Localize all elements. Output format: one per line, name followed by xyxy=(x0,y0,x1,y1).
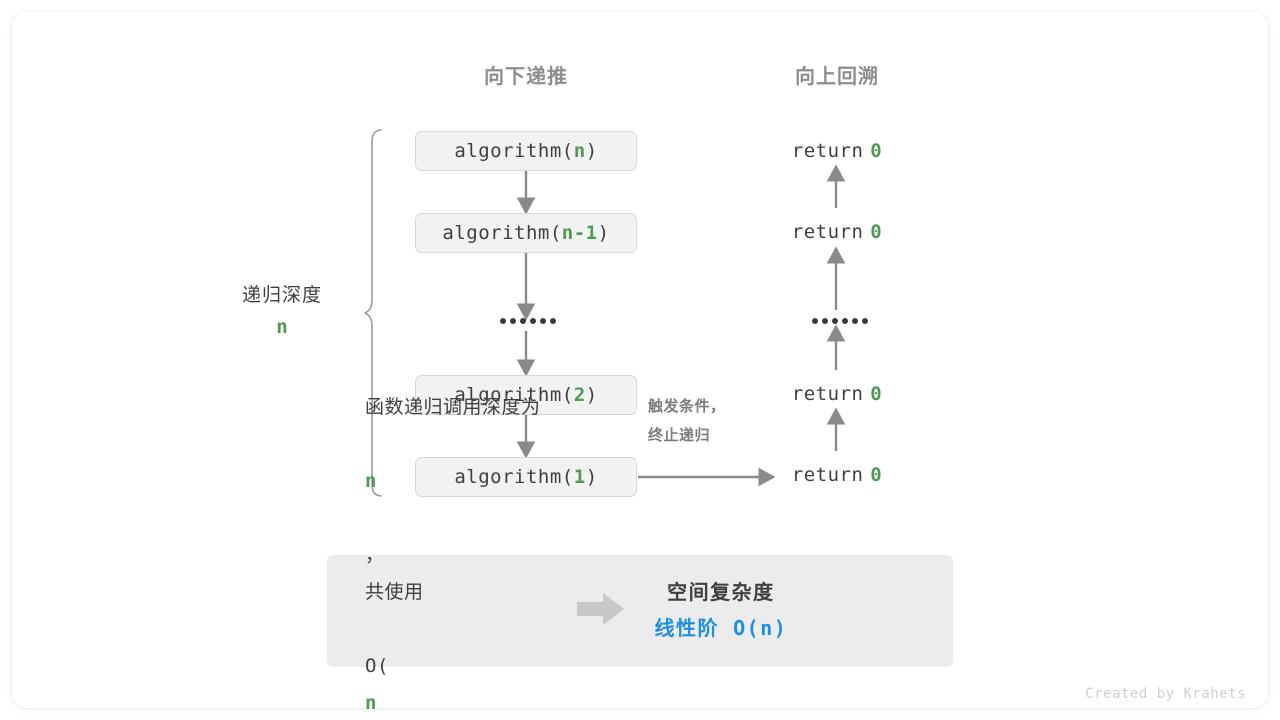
return-value: 0 xyxy=(870,221,883,243)
call-box-prefix: algorithm( xyxy=(442,222,562,244)
call-box-prefix: algorithm( xyxy=(454,140,574,162)
column-header-downward-recursion: 向下递推 xyxy=(484,66,568,88)
call-box-arg: n-1 xyxy=(561,222,598,244)
call-stack-ellipsis-icon xyxy=(500,318,556,324)
return-value: 0 xyxy=(870,140,883,162)
call-box-arg: 2 xyxy=(573,384,586,406)
return-line-4: return 0 xyxy=(756,462,918,488)
summary-line-2-o: O( xyxy=(365,655,389,678)
call-box-suffix: ) xyxy=(585,140,598,162)
return-keyword: return xyxy=(791,464,864,486)
column-header-upward-backtrack: 向上回溯 xyxy=(795,66,879,88)
call-box-n[interactable]: algorithm(n) xyxy=(415,131,637,171)
return-line-2: return 0 xyxy=(756,219,918,245)
recursion-depth-label: 递归深度 n xyxy=(212,282,352,341)
base-case-line-2: 终止递归 xyxy=(648,427,711,445)
summary-line-2: 共使用 O(n) 的栈帧空间 xyxy=(365,574,541,720)
summary-line-1-n: n xyxy=(365,469,377,492)
call-box-prefix: algorithm( xyxy=(454,466,574,488)
return-value: 0 xyxy=(870,464,883,486)
return-line-3: return 0 xyxy=(756,381,918,407)
summary-line-1: 函数递归调用深度为 n ， xyxy=(365,389,541,574)
return-stack-ellipsis-icon xyxy=(812,318,868,324)
return-keyword: return xyxy=(791,383,864,405)
call-box-arg: n xyxy=(573,140,586,162)
recursion-depth-title: 递归深度 xyxy=(241,285,322,306)
return-value: 0 xyxy=(870,383,883,405)
call-box-1[interactable]: algorithm(1) xyxy=(415,457,637,497)
call-box-suffix: ) xyxy=(597,222,610,244)
complexity-label: 线性阶 xyxy=(654,617,720,640)
call-box-arg: 1 xyxy=(573,466,586,488)
call-box-suffix: ) xyxy=(585,384,598,406)
call-box-n-minus-1[interactable]: algorithm(n-1) xyxy=(415,213,637,253)
base-case-caption: 触发条件， 终止递归 xyxy=(648,392,758,451)
base-case-line-1: 触发条件， xyxy=(648,398,726,415)
call-box-suffix: ) xyxy=(585,466,598,488)
summary-panel: 函数递归调用深度为 n ， 共使用 O(n) 的栈帧空间 空间复杂度 线性阶 O… xyxy=(327,397,953,714)
return-keyword: return xyxy=(791,221,864,243)
return-line-1: return 0 xyxy=(756,138,918,164)
summary-line-2-n: n xyxy=(365,692,377,715)
credit-text: Created by Krahets xyxy=(1085,686,1246,702)
summary-description: 函数递归调用深度为 n ， 共使用 O(n) 的栈帧空间 xyxy=(365,389,541,720)
call-box-2[interactable]: algorithm(2) xyxy=(415,375,637,415)
summary-conclusion: 空间复杂度 线性阶 O(n) xyxy=(655,576,788,647)
right-block-arrow-icon xyxy=(576,592,625,631)
recursion-depth-value: n xyxy=(276,315,288,338)
summary-line-1-comma: ， xyxy=(365,544,385,566)
return-keyword: return xyxy=(791,140,864,162)
space-complexity-title: 空间复杂度 xyxy=(667,581,775,604)
call-box-prefix: algorithm( xyxy=(454,384,574,406)
complexity-notation: O(n) xyxy=(733,615,788,640)
summary-line-2-text-a: 共使用 xyxy=(365,581,424,603)
space-complexity-value: 线性阶 O(n) xyxy=(655,611,788,647)
summary-line-1-text: 函数递归调用深度为 xyxy=(365,396,541,418)
